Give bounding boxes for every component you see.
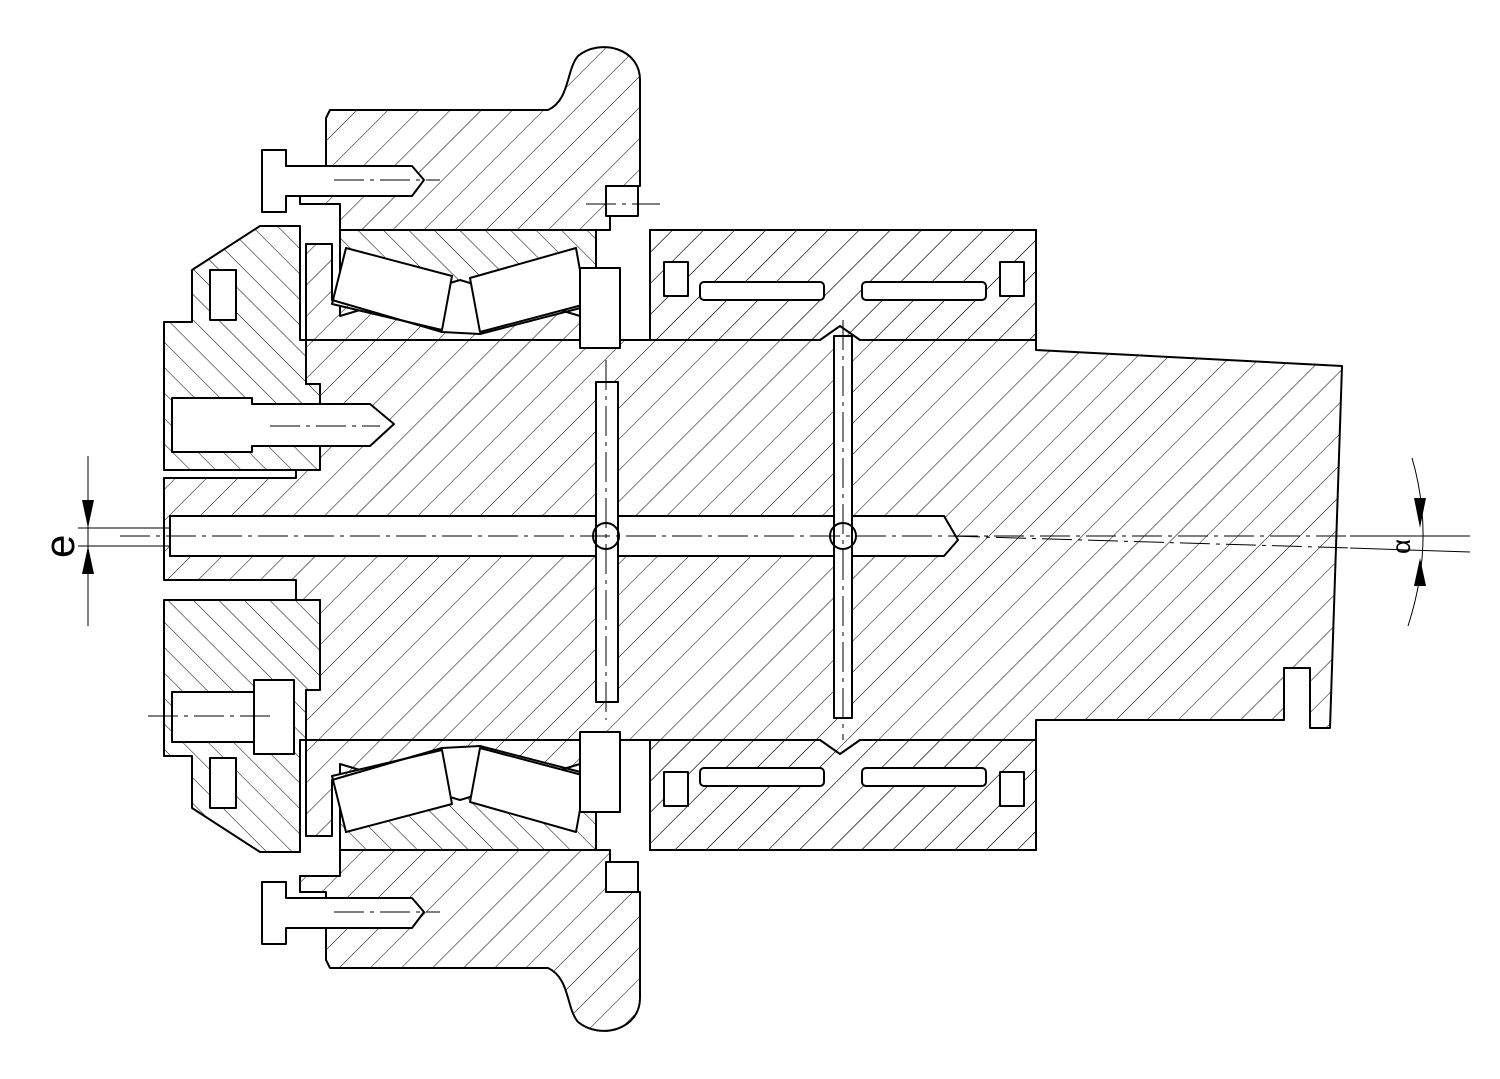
centre-lines xyxy=(120,179,1351,913)
dimension-arrow-bottom xyxy=(82,546,94,574)
eccentricity-label: e xyxy=(36,535,83,558)
dimension-arrow-top xyxy=(82,500,94,528)
eccentricity-dimension: e xyxy=(36,456,170,626)
angle-arrow-bottom xyxy=(1414,558,1426,586)
angle-label: α xyxy=(1386,539,1416,554)
bolts xyxy=(171,149,425,945)
outer-sleeve xyxy=(649,229,1037,851)
angle-arrow-top xyxy=(1414,498,1426,528)
angle-dimension: α xyxy=(1349,457,1471,627)
seals-and-spacers xyxy=(209,185,639,893)
